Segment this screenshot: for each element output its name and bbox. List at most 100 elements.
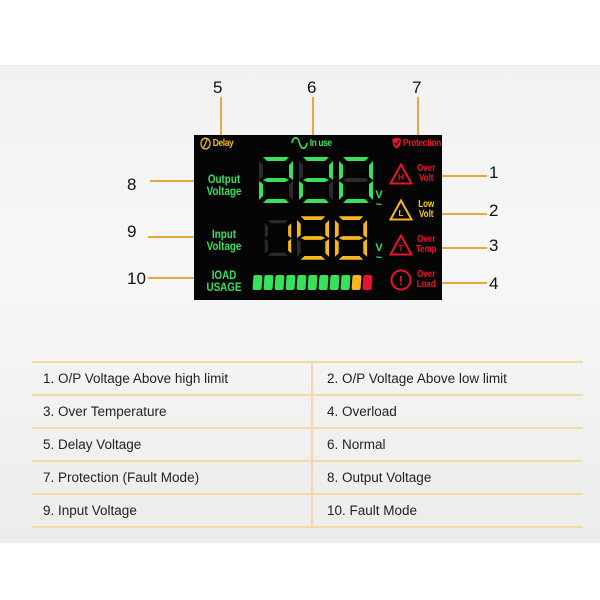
in-use-label: In use bbox=[309, 137, 332, 149]
input-unit-ac: ~ bbox=[375, 252, 383, 264]
callout-2: 2 bbox=[489, 201, 499, 220]
legend-item-7: 7. Protection (Fault Mode) bbox=[32, 462, 313, 493]
delay-indicator: Delay bbox=[200, 137, 234, 150]
output-voltage-unit: V ~ bbox=[374, 189, 384, 211]
table-row: 7. Protection (Fault Mode) 8. Output Vol… bbox=[32, 460, 583, 493]
low-volt-alert: L Low Volt bbox=[389, 199, 443, 221]
legend-item-3: 3. Over Temperature bbox=[32, 396, 313, 427]
low-volt-line2: Volt bbox=[418, 209, 434, 220]
digit-0 bbox=[339, 157, 373, 203]
over-volt-line2: Volt bbox=[418, 173, 434, 184]
legend-item-1: 1. O/P Voltage Above high limit bbox=[32, 363, 313, 394]
load-segment bbox=[263, 275, 274, 290]
delay-label: Delay bbox=[212, 138, 234, 149]
circle-exclamation-icon: ! bbox=[390, 269, 412, 291]
output-label-line2: Voltage bbox=[206, 184, 242, 198]
callout-6-line bbox=[312, 97, 314, 135]
callout-3-line bbox=[442, 247, 487, 249]
callout-9: 9 bbox=[127, 222, 137, 241]
svg-text:!: ! bbox=[399, 273, 403, 288]
over-load-alert: ! Over Load bbox=[389, 269, 443, 291]
load-segment bbox=[252, 275, 263, 290]
output-unit-ac: ~ bbox=[375, 199, 383, 211]
input-label-line2: Voltage bbox=[206, 239, 242, 253]
digit-9 bbox=[296, 216, 330, 260]
callout-7-line bbox=[417, 97, 419, 135]
digit-2 bbox=[299, 157, 333, 203]
over-volt-alert: H Over Volt bbox=[389, 163, 443, 185]
triangle-l-icon: L bbox=[389, 199, 413, 221]
output-label-line1: Output bbox=[207, 172, 241, 186]
sine-wave-icon bbox=[291, 137, 308, 149]
input-unit-v: V bbox=[375, 242, 383, 254]
svg-text:T: T bbox=[399, 244, 404, 253]
callout-9-line bbox=[148, 236, 194, 238]
svg-text:L: L bbox=[399, 209, 404, 218]
callout-6: 6 bbox=[307, 78, 317, 97]
table-row: 1. O/P Voltage Above high limit 2. O/P V… bbox=[32, 361, 583, 394]
load-usage-label: IOAD USAGE bbox=[203, 269, 246, 293]
load-segment-warning bbox=[351, 275, 362, 290]
protection-label: Protection bbox=[403, 137, 441, 149]
over-temp-line1: Over bbox=[417, 234, 436, 245]
protection-indicator: Protection bbox=[392, 137, 441, 149]
callout-1-line bbox=[442, 175, 487, 177]
table-row: 9. Input Voltage 10. Fault Mode bbox=[32, 493, 583, 528]
callout-4: 4 bbox=[489, 274, 499, 293]
legend-table: 1. O/P Voltage Above high limit 2. O/P V… bbox=[32, 361, 583, 528]
table-row: 5. Delay Voltage 6. Normal bbox=[32, 427, 583, 460]
input-voltage-readout bbox=[264, 215, 368, 261]
load-segment bbox=[274, 275, 285, 290]
table-row: 3. Over Temperature 4. Overload bbox=[32, 394, 583, 427]
callout-7: 7 bbox=[412, 78, 422, 97]
clock-icon bbox=[200, 137, 211, 150]
callout-10: 10 bbox=[127, 269, 146, 288]
callout-3: 3 bbox=[489, 236, 499, 255]
legend-item-8: 8. Output Voltage bbox=[327, 470, 432, 485]
over-temp-line2: Temp bbox=[415, 244, 437, 255]
shield-icon bbox=[392, 137, 401, 149]
low-volt-line1: Low bbox=[418, 199, 435, 210]
legend-item-2: 2. O/P Voltage Above low limit bbox=[327, 371, 507, 386]
over-load-text: Over Load bbox=[415, 270, 437, 290]
callout-8-line bbox=[150, 180, 194, 182]
lcd-display-panel: Delay In use Protection Output Voltage I… bbox=[194, 135, 442, 300]
over-temp-text: Over Temp bbox=[415, 235, 437, 255]
callout-5: 5 bbox=[213, 78, 223, 97]
legend-item-4: 4. Overload bbox=[327, 404, 397, 419]
low-volt-text: Low Volt bbox=[415, 200, 437, 220]
input-label-line1: Input bbox=[211, 227, 237, 241]
output-unit-v: V bbox=[375, 189, 383, 201]
callout-4-line bbox=[442, 282, 487, 284]
svg-text:H: H bbox=[398, 173, 404, 182]
legend-item-6: 6. Normal bbox=[327, 437, 386, 452]
callout-5-line bbox=[220, 97, 222, 135]
output-voltage-label: Output Voltage bbox=[203, 173, 246, 197]
callout-10-line bbox=[148, 277, 194, 279]
load-segment bbox=[340, 275, 351, 290]
callout-1: 1 bbox=[489, 163, 499, 182]
callout-2-line bbox=[442, 213, 487, 215]
over-temp-alert: T Over Temp bbox=[389, 234, 443, 256]
callout-8: 8 bbox=[127, 175, 137, 194]
output-voltage-readout bbox=[258, 156, 374, 204]
load-segment bbox=[296, 275, 307, 290]
load-segment bbox=[318, 275, 329, 290]
triangle-t-icon: T bbox=[389, 234, 413, 256]
legend-item-9: 9. Input Voltage bbox=[32, 495, 313, 526]
in-use-indicator: In use bbox=[291, 137, 332, 149]
digit-2 bbox=[259, 157, 293, 203]
load-segment-critical bbox=[362, 275, 373, 290]
load-segment bbox=[329, 275, 340, 290]
legend-item-5: 5. Delay Voltage bbox=[32, 429, 313, 460]
load-segment bbox=[285, 275, 296, 290]
digit-8 bbox=[334, 216, 368, 260]
legend-item-10: 10. Fault Mode bbox=[327, 503, 418, 518]
load-label-line1: IOAD bbox=[211, 268, 237, 282]
input-voltage-label: Input Voltage bbox=[203, 228, 246, 252]
load-usage-bar bbox=[252, 275, 373, 290]
load-segment bbox=[307, 275, 318, 290]
over-volt-line1: Over bbox=[417, 163, 436, 174]
over-volt-text: Over Volt bbox=[415, 164, 437, 184]
digit-blank bbox=[264, 220, 292, 256]
